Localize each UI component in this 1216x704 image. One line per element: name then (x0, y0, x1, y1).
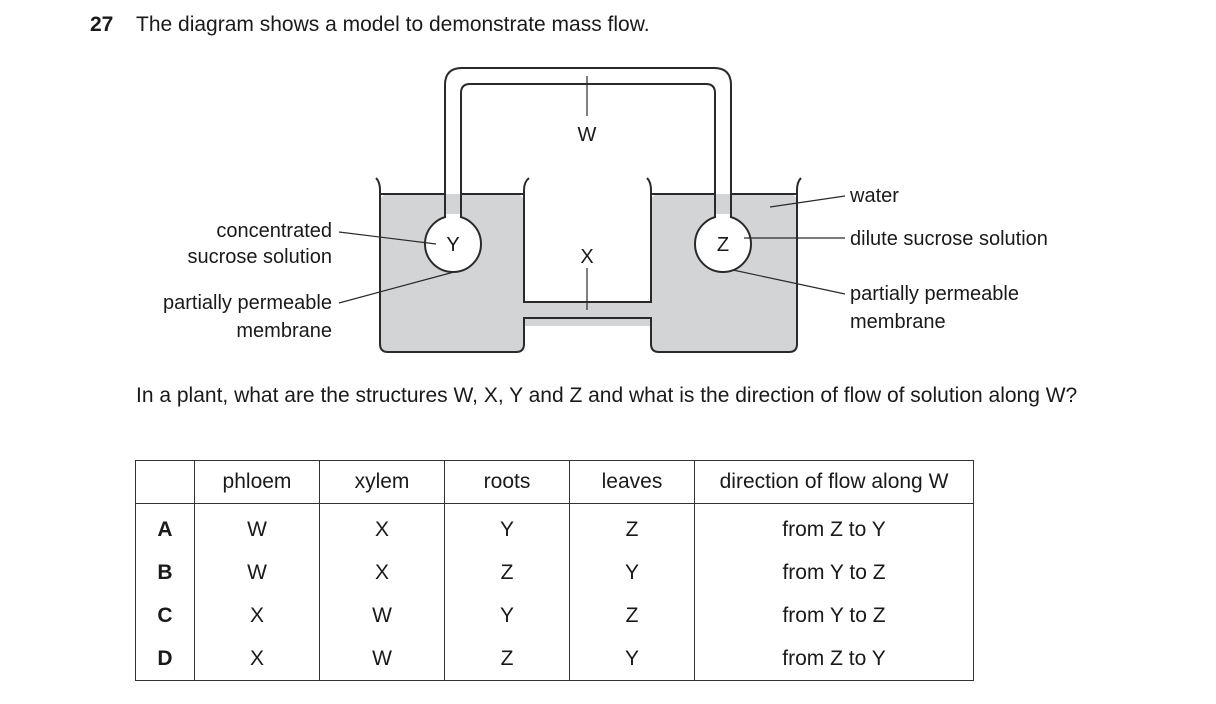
question-number: 27 (90, 13, 114, 36)
phloem-cell: W (194, 551, 320, 594)
label-concentrated-line1: concentrated (216, 220, 332, 242)
roots-cell: Z (444, 551, 570, 594)
label-z: Z (717, 234, 729, 256)
header-cell-phloem: phloem (194, 460, 320, 504)
label-water: water (849, 185, 899, 207)
phloem-cell: W (194, 503, 320, 551)
leaves-cell: Y (569, 637, 695, 681)
leaves-cell: Y (569, 551, 695, 594)
ppm-left-pointer-line (338, 271, 455, 304)
option-row-b[interactable]: B W X Z Y from Y to Z (135, 551, 974, 594)
label-ppm-left-line1: partially permeable (163, 292, 332, 314)
xylem-cell: W (319, 594, 445, 637)
header-cell-xylem: xylem (319, 460, 445, 504)
water-pointer-line (769, 195, 846, 208)
header-cell-direction: direction of flow along W (694, 460, 974, 504)
answer-options-table: phloem xylem roots leaves direction of f… (135, 460, 974, 681)
tube-inner-wall (460, 83, 716, 222)
question-intro: The diagram shows a model to demonstrate… (136, 13, 650, 36)
option-row-c[interactable]: C X W Y Z from Y to Z (135, 594, 974, 637)
mass-flow-diagram: Y Z W X concentrated sucrose solution pa… (163, 67, 1048, 353)
direction-cell: from Z to Y (694, 637, 974, 681)
label-concentrated-line2: sucrose solution (187, 246, 332, 268)
leaves-cell: Z (569, 503, 695, 551)
label-ppm-right-line2: membrane (850, 311, 946, 333)
label-x: X (580, 246, 593, 268)
option-letter: C (135, 594, 195, 637)
bulb-z-neck (716, 214, 730, 222)
header-cell-leaves: leaves (569, 460, 695, 504)
roots-cell: Z (444, 637, 570, 681)
roots-cell: Y (444, 594, 570, 637)
header-cell-blank (135, 460, 195, 504)
label-y: Y (446, 234, 459, 256)
label-dilute: dilute sucrose solution (850, 228, 1048, 250)
roots-cell: Y (444, 503, 570, 551)
option-letter: A (135, 503, 195, 551)
phloem-cell: X (194, 594, 320, 637)
ppm-right-pointer-line (732, 269, 846, 295)
tube-outer-wall (444, 67, 732, 222)
direction-cell: from Y to Z (694, 594, 974, 637)
header-cell-roots: roots (444, 460, 570, 504)
label-ppm-left-line2: membrane (236, 320, 332, 342)
label-w: W (578, 124, 597, 146)
table-header-row: phloem xylem roots leaves direction of f… (135, 460, 974, 504)
concentrated-pointer-line (338, 231, 437, 245)
label-ppm-right-line1: partially permeable (850, 283, 1019, 305)
question-prompt: In a plant, what are the structures W, X… (136, 384, 1078, 407)
direction-cell: from Z to Y (694, 503, 974, 551)
xylem-cell: W (319, 637, 445, 681)
option-row-d[interactable]: D X W Z Y from Z to Y (135, 637, 974, 681)
container-outline (375, 177, 802, 353)
bulb-y-neck (446, 214, 460, 222)
option-letter: D (135, 637, 195, 681)
direction-cell: from Y to Z (694, 551, 974, 594)
xylem-cell: X (319, 551, 445, 594)
leaves-cell: Z (569, 594, 695, 637)
phloem-cell: X (194, 637, 320, 681)
option-letter: B (135, 551, 195, 594)
xylem-cell: X (319, 503, 445, 551)
option-row-a[interactable]: A W X Y Z from Z to Y (135, 503, 974, 551)
